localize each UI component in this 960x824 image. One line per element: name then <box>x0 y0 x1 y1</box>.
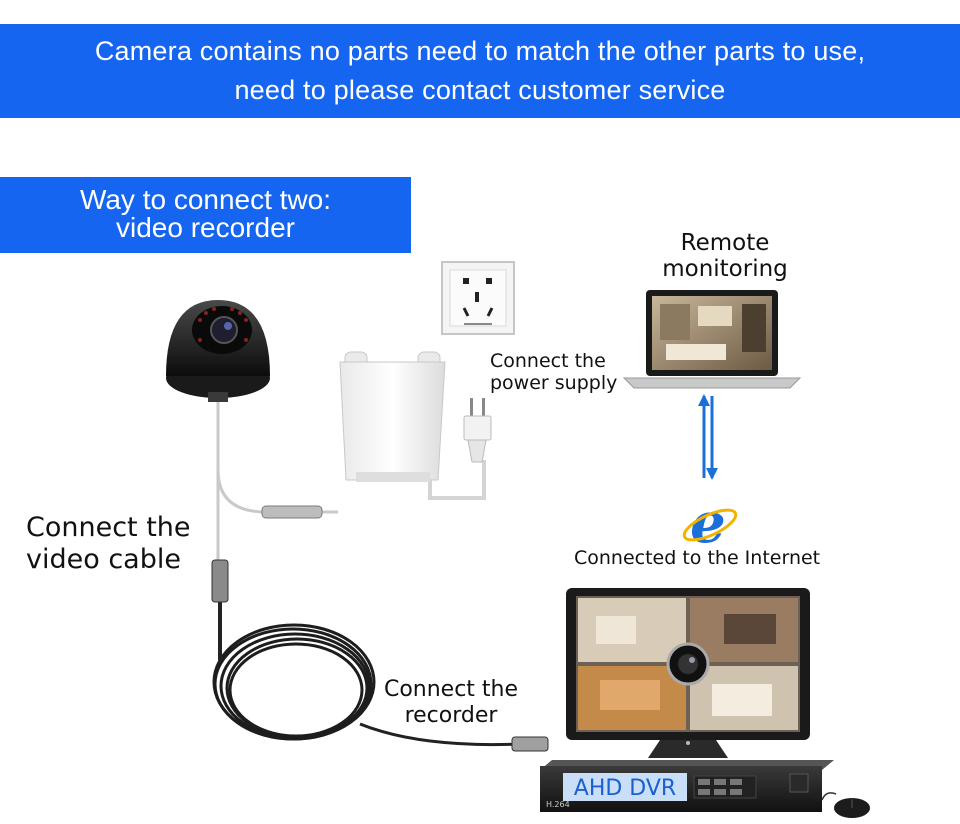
power-adapter-icon <box>339 351 446 482</box>
bnc-connector-icon <box>511 736 549 752</box>
section-title-line-1: Way to connect two: <box>79 184 332 215</box>
power-plug-icon <box>463 398 492 463</box>
power-supply-label: Connect the power supply <box>490 350 617 394</box>
video-cable-label: Connect the video cable <box>26 512 191 576</box>
remote-monitoring-label: Remote monitoring <box>640 230 810 282</box>
camera-cable <box>216 400 338 560</box>
power-supply-line-1: Connect the <box>490 350 606 372</box>
dvr-icon: H.264 <box>540 760 834 812</box>
data-transfer-arrows-icon <box>698 394 718 480</box>
dvr-badge-label: AHD DVR <box>574 776 676 801</box>
banner-line-2: need to please contact customer service <box>234 75 726 105</box>
video-cable-line-2: video cable <box>26 544 181 575</box>
recorder-line-2: recorder <box>404 703 498 728</box>
internet-explorer-icon: e <box>682 490 738 556</box>
dc-connector-icon <box>261 505 323 519</box>
laptop-icon <box>622 290 802 389</box>
video-cable-line-1: Connect the <box>26 512 191 543</box>
section-title-badge: Way to connect two: video recorder <box>0 177 411 253</box>
dvr-model-label: H.264 <box>546 800 570 809</box>
remote-monitoring-line-1: Remote <box>680 230 770 256</box>
top-banner: Camera contains no parts need to match t… <box>0 24 960 118</box>
coiled-cable-icon <box>212 600 545 747</box>
power-supply-line-2: power supply <box>490 372 618 394</box>
adapter-wire <box>428 460 486 500</box>
dome-camera-icon <box>166 300 270 402</box>
internet-label: Connected to the Internet <box>574 547 821 569</box>
recorder-line-1: Connect the <box>383 677 519 702</box>
remote-monitoring-line-2: monitoring <box>662 256 788 282</box>
banner-line-1: Camera contains no parts need to match t… <box>94 36 866 66</box>
section-title-line-2: video recorder <box>116 212 295 243</box>
mouse-icon <box>821 792 870 818</box>
recorder-label: Connect the recorder <box>376 677 526 729</box>
bnc-connector-icon <box>211 559 229 603</box>
wall-outlet-icon <box>441 261 515 335</box>
monitor-icon <box>566 588 810 758</box>
